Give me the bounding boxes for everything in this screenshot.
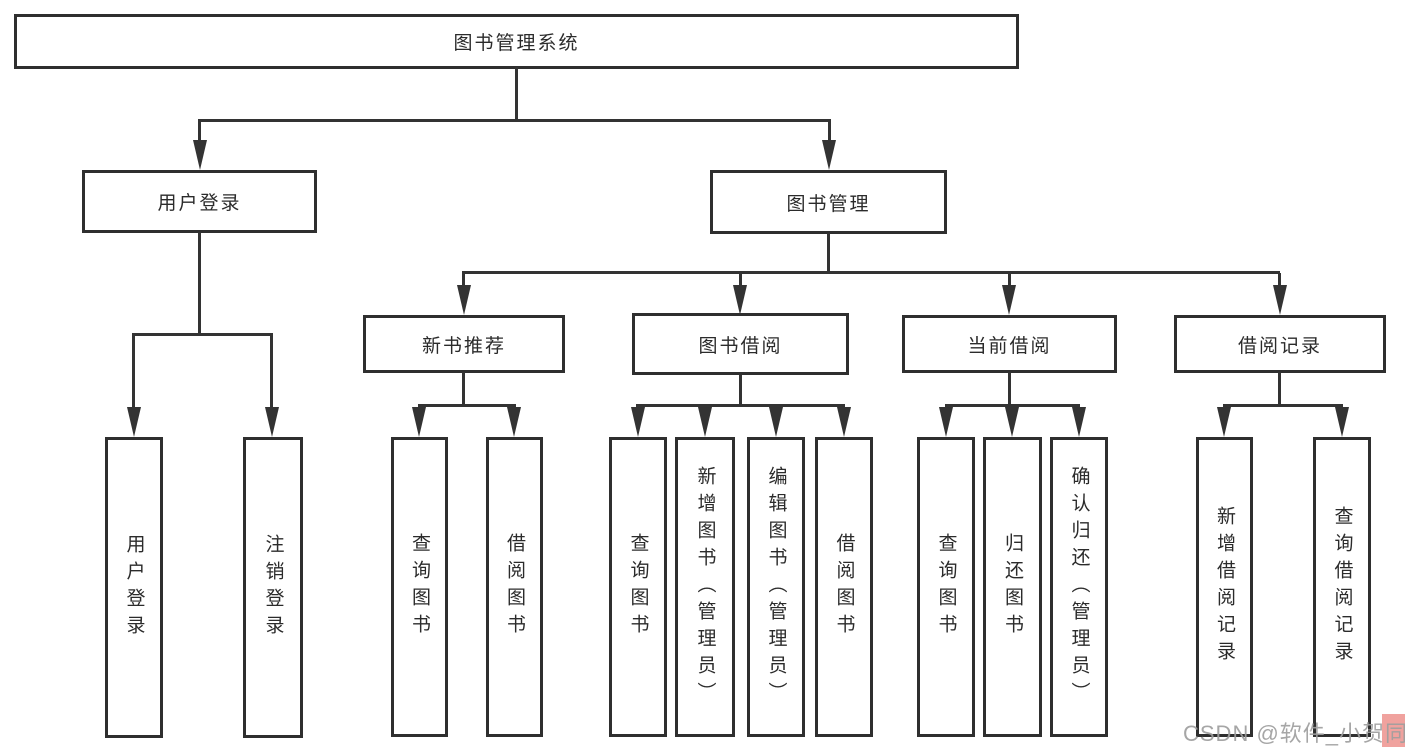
arrow-down-icon xyxy=(1072,407,1086,437)
arrow-down-icon xyxy=(939,407,953,437)
arrow-down-icon xyxy=(1005,407,1019,437)
arrow-down-icon xyxy=(1335,407,1349,437)
arrow-down-icon xyxy=(193,140,207,170)
leaf-borrow-edit-admin-label: 编辑图书（管理员） xyxy=(765,465,787,709)
leaf-newbook-borrow-label: 借阅图书 xyxy=(504,533,525,641)
leaf-newbook-query-label: 查询图书 xyxy=(409,533,430,641)
leaf-current-confirm-admin: 确认归还（管理员） xyxy=(1050,437,1108,737)
connector-newbook-hbar xyxy=(418,404,516,407)
leaf-record-query: 查询借阅记录 xyxy=(1313,437,1371,737)
connector-bookmgmt-stem xyxy=(827,233,830,273)
leaf-current-query: 查询图书 xyxy=(917,437,975,737)
leaf-current-query-label: 查询图书 xyxy=(935,533,957,641)
leaf-record-query-label: 查询借阅记录 xyxy=(1331,506,1353,668)
arrow-down-icon xyxy=(1217,407,1231,437)
leaf-current-return-label: 归还图书 xyxy=(1002,533,1023,641)
leaf-record-add-label: 新增借阅记录 xyxy=(1214,506,1235,668)
arrow-down-icon xyxy=(733,285,747,315)
arrow-down-icon xyxy=(265,407,279,437)
leaf-borrow-edit-admin: 编辑图书（管理员） xyxy=(747,437,805,737)
node-book-management: 图书管理 xyxy=(710,170,947,234)
arrow-down-icon xyxy=(1273,285,1287,315)
node-user-login-label: 用户登录 xyxy=(157,193,242,214)
node-root-label: 图书管理系统 xyxy=(453,33,580,54)
arrow-down-icon xyxy=(1002,285,1016,315)
node-book-borrow: 图书借阅 xyxy=(632,313,849,375)
leaf-borrow-book-label: 借阅图书 xyxy=(833,533,855,641)
leaf-user-login-label: 用户登录 xyxy=(123,533,145,642)
leaf-current-return: 归还图书 xyxy=(983,437,1042,737)
leaf-user-login: 用户登录 xyxy=(105,437,163,738)
connector-userlogin-shaft-1 xyxy=(132,335,135,420)
node-new-book-recommend-label: 新书推荐 xyxy=(421,335,506,357)
watermark-text: CSDN @软件_小贺同学 xyxy=(1183,721,1405,746)
leaf-borrow-add-admin: 新增图书（管理员） xyxy=(675,437,735,737)
leaf-borrow-book: 借阅图书 xyxy=(815,437,873,737)
node-borrow-record: 借阅记录 xyxy=(1174,315,1386,373)
leaf-newbook-query: 查询图书 xyxy=(391,437,448,737)
leaf-record-add: 新增借阅记录 xyxy=(1196,437,1253,737)
connector-root-shaft-right xyxy=(828,121,831,151)
node-user-login: 用户登录 xyxy=(82,170,317,233)
node-book-management-label: 图书管理 xyxy=(786,193,871,215)
arrow-down-icon xyxy=(837,407,851,437)
node-root: 图书管理系统 xyxy=(14,14,1019,69)
connector-bookmgmt-hbar xyxy=(462,271,1280,274)
arrow-down-icon xyxy=(507,407,521,437)
leaf-borrow-query: 查询图书 xyxy=(609,437,667,737)
connector-userlogin-hbar xyxy=(132,333,273,336)
leaf-borrow-add-admin-label: 新增图书（管理员） xyxy=(694,465,716,709)
connector-borrowrecord-hbar xyxy=(1223,404,1343,407)
leaf-borrow-query-label: 查询图书 xyxy=(627,533,649,641)
leaf-current-confirm-admin-label: 确认归还（管理员） xyxy=(1068,465,1090,709)
arrow-down-icon xyxy=(631,407,645,437)
arrow-down-icon xyxy=(822,140,836,170)
arrow-down-icon xyxy=(127,407,141,437)
node-book-borrow-label: 图书借阅 xyxy=(698,335,783,357)
watermark-accent xyxy=(1382,714,1405,747)
connector-bookborrow-hbar xyxy=(636,404,845,407)
arrow-down-icon xyxy=(698,407,712,437)
leaf-logout-label: 注销登录 xyxy=(262,533,284,642)
connector-root-stem xyxy=(515,67,518,122)
connector-root-hbar xyxy=(198,119,831,122)
node-borrow-record-label: 借阅记录 xyxy=(1237,335,1322,357)
connector-userlogin-stem xyxy=(198,232,201,335)
node-new-book-recommend: 新书推荐 xyxy=(363,315,565,373)
arrow-down-icon xyxy=(412,407,426,437)
arrow-down-icon xyxy=(769,407,783,437)
node-current-borrow-label: 当前借阅 xyxy=(967,335,1052,357)
connector-userlogin-shaft-2 xyxy=(270,335,273,420)
arrow-down-icon xyxy=(457,285,471,315)
node-current-borrow: 当前借阅 xyxy=(902,315,1117,373)
connector-bookborrow-stem xyxy=(739,375,742,406)
connector-currentborrow-stem xyxy=(1008,372,1011,406)
connector-currentborrow-hbar xyxy=(945,404,1080,407)
leaf-newbook-borrow: 借阅图书 xyxy=(486,437,543,737)
connector-borrowrecord-stem xyxy=(1278,372,1281,406)
connector-root-shaft-left xyxy=(198,121,201,151)
connector-newbook-stem xyxy=(462,372,465,406)
leaf-logout: 注销登录 xyxy=(243,437,303,738)
